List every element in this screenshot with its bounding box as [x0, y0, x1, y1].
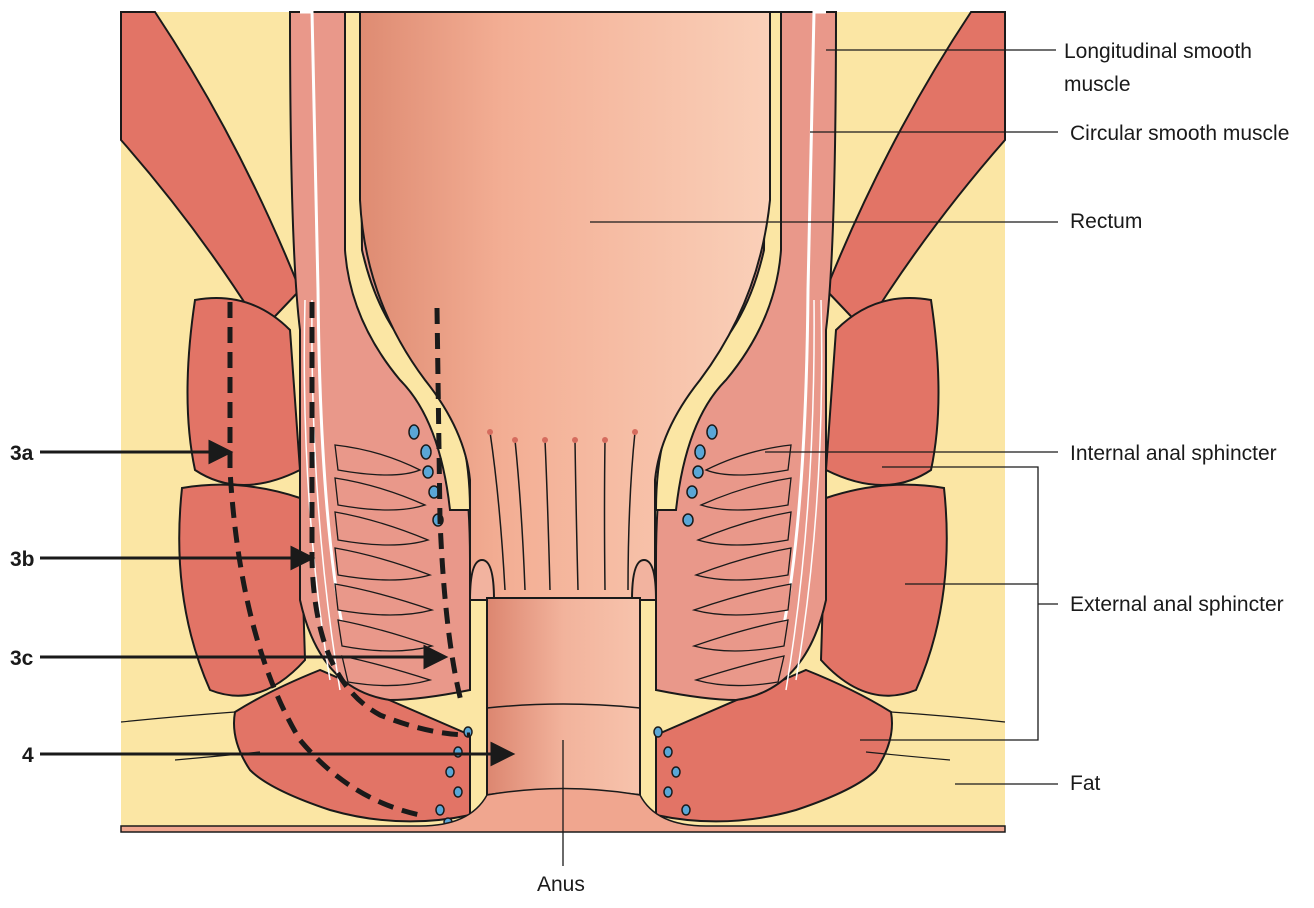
- arrow-right-icon: [208, 439, 234, 465]
- label-anus: Anus: [537, 873, 585, 896]
- label-longitudinal-smooth-muscle-cont: muscle: [1064, 73, 1131, 96]
- arrow-right-icon: [490, 741, 516, 767]
- label-longitudinal-smooth-muscle: Longitudinal smooth: [1064, 40, 1252, 63]
- fistula-paths: [227, 302, 471, 818]
- path-3a: [227, 302, 421, 818]
- label-external-anal-sphincter: External anal sphincter: [1070, 593, 1284, 616]
- path-3c: [434, 307, 465, 706]
- anal-papilla-left: [468, 558, 496, 601]
- label-fat: Fat: [1070, 772, 1101, 795]
- marker-3b: 3b: [10, 548, 35, 571]
- external-sphincter-subcutaneous-left: [233, 668, 471, 823]
- leader-lines: [562, 49, 1058, 866]
- label-circular-smooth-muscle: Circular smooth muscle: [1070, 122, 1289, 145]
- label-rectum: Rectum: [1070, 210, 1142, 233]
- label-internal-anal-sphincter: Internal anal sphincter: [1070, 442, 1277, 465]
- internal-sphincter-left: [334, 444, 435, 687]
- marker-3a: 3a: [10, 442, 34, 465]
- arrow-right-icon: [290, 545, 316, 571]
- arrow-right-icon: [423, 644, 449, 670]
- path-3b: [309, 302, 471, 738]
- column-tops: [487, 429, 638, 443]
- anal-columns: [489, 431, 636, 591]
- marker-3c: 3c: [10, 647, 34, 670]
- anal-papilla-right: [630, 558, 658, 601]
- external-sphincter-deep-left: [186, 297, 302, 486]
- marker-arrows: [40, 439, 516, 767]
- pectinate-line: [486, 703, 641, 709]
- external-sphincter-superficial-left: [178, 483, 307, 697]
- marker-4: 4: [22, 744, 34, 767]
